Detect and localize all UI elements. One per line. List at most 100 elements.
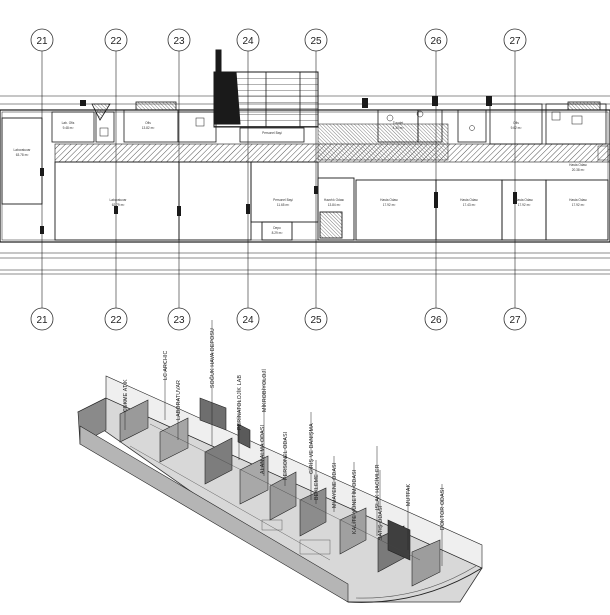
upper-rooms xyxy=(51,101,607,145)
structural-column xyxy=(432,96,438,106)
room-outline xyxy=(355,179,437,241)
core-column xyxy=(215,49,222,73)
iso-partition xyxy=(239,455,269,505)
room-area: 62.79 m² xyxy=(112,203,125,207)
room-label-r6: Hasta Odası 17.92 m² xyxy=(380,198,398,207)
room-label-r8: Hasta Odası 17.92 m² xyxy=(515,198,533,207)
room-label-r14: Ofis 9.62 m² xyxy=(511,121,522,130)
grid-bubble-label: 26 xyxy=(430,315,442,326)
isometric-model: ÇEKME ATIK LC ARCHIC LABORATUVAR SOĞUK H… xyxy=(77,320,483,603)
room-name: Hasta Odası xyxy=(515,198,533,202)
grid-bubble-label: 22 xyxy=(110,315,122,326)
iso-label-giris-ve-danisma: GİRİŞ VE DANIŞMA xyxy=(308,423,315,474)
grid-bubble-27-bottom: 27 xyxy=(503,307,527,331)
grid-bubble-label: 23 xyxy=(173,36,185,47)
grid-bubble-label: 26 xyxy=(430,36,442,47)
structural-column xyxy=(177,206,181,216)
diagonal-hatch xyxy=(91,103,111,121)
structural-column xyxy=(486,96,492,106)
grid-bubble-24-top: 24 xyxy=(236,28,260,52)
structural-column xyxy=(513,192,517,204)
iso-detail-box xyxy=(261,519,283,531)
room-label-r9: Hasta Odası 17.92 m² xyxy=(569,198,587,207)
grid-bubble-22-bottom: 22 xyxy=(104,307,128,331)
fixture-icon xyxy=(386,114,394,122)
room-name: Hasta Odası xyxy=(569,198,587,202)
room-area: 17.92 m² xyxy=(518,203,531,207)
room-area: 20.38 m² xyxy=(572,168,585,172)
room-outline xyxy=(250,161,319,223)
iso-front-wall xyxy=(79,425,349,603)
room-name: Ofis xyxy=(145,121,151,125)
fixture-icon xyxy=(571,115,583,125)
room-outline xyxy=(457,109,487,143)
room-name: Laboratuvar xyxy=(13,148,31,152)
structural-column xyxy=(362,98,368,108)
iso-partition-dark xyxy=(387,519,411,561)
iso-partition xyxy=(204,437,233,485)
grid-bubble-label: 21 xyxy=(36,36,48,47)
room-outline xyxy=(489,103,543,145)
grid-bubble-label: 24 xyxy=(242,315,254,326)
room-name: Tuvalet xyxy=(393,121,403,125)
room-outline xyxy=(545,179,609,241)
fixture-icon xyxy=(416,110,424,118)
iso-curved-edge xyxy=(347,567,483,603)
iso-detail-box xyxy=(299,539,331,555)
room-label-r3: Personel Bayi 11.65 m² xyxy=(273,198,293,207)
iso-partition-dark xyxy=(199,397,227,431)
iso-label-personel-odasi: PERSONEL ODASI xyxy=(283,432,289,480)
room-outline xyxy=(1,117,43,205)
lower-rooms xyxy=(1,117,609,241)
room-area: 17.92 m² xyxy=(572,203,585,207)
structural-column xyxy=(40,226,44,234)
grid-bubble-26-bottom: 26 xyxy=(424,307,448,331)
room-name: Personel Bayi xyxy=(273,198,293,202)
structural-column xyxy=(314,186,318,194)
grid-bubble-label: 23 xyxy=(173,315,185,326)
room-area: 8.29 m² xyxy=(272,231,283,235)
fixture-icon xyxy=(551,111,561,121)
structural-column xyxy=(114,206,118,214)
room-outline xyxy=(501,179,547,241)
room-name: Hazırlık Odası xyxy=(324,198,344,202)
grid-bubbles-bottom: 21 22 23 24 25 26 27 xyxy=(30,307,527,331)
room-outline xyxy=(51,111,95,143)
fixture-icon xyxy=(469,125,475,131)
room-area: 17.92 m² xyxy=(383,203,396,207)
grid-bubble-label: 27 xyxy=(509,36,521,47)
room-outline xyxy=(261,221,293,241)
iso-label-perinatolojik-lab: PERİNATOLOJİK LAB xyxy=(236,375,243,430)
grid-bubble-21-top: 21 xyxy=(30,28,54,52)
iso-label-alan-alma-odasi: ALAN ALMA ODASI xyxy=(260,425,266,474)
room-area: 13.84 m² xyxy=(328,203,341,207)
iso-partitions xyxy=(119,397,441,587)
structural-column xyxy=(40,168,44,176)
room-label-r11: Depo 8.29 m² xyxy=(272,226,283,235)
iso-label-islak-hacimler: ISLAK HACİMLER xyxy=(374,464,381,510)
room-area: 63.78 m² xyxy=(16,153,29,157)
room-label-r2: Laboratuvar 62.79 m² xyxy=(109,198,127,207)
room-area: 4.30 m² xyxy=(393,126,404,130)
fixture-icon xyxy=(597,145,609,161)
grid-bubble-23-top: 23 xyxy=(167,28,191,52)
room-name: Hasta Odası xyxy=(380,198,398,202)
stair-core xyxy=(213,49,319,128)
room-label-r5: Hazırlık Odası 13.84 m² xyxy=(324,198,344,207)
room-label-r15: Tuvalet 4.30 m² xyxy=(393,121,404,130)
room-name: Laboratuvar xyxy=(109,198,127,202)
floor-plan: Laboratuvar 63.78 m² Laboratuvar 62.79 m… xyxy=(0,49,610,275)
iso-leader-lines xyxy=(124,320,443,566)
iso-detail-line xyxy=(129,445,331,561)
iso-label-soguk-hava-deposu: SOĞUK HAVA DEPOSU xyxy=(209,328,216,388)
iso-label-laboratuvar: LABORATUVAR xyxy=(176,380,182,420)
room-outline xyxy=(317,177,355,241)
room-area: 13.82 m² xyxy=(142,126,155,130)
fixtures xyxy=(99,110,609,161)
room-name: Ofis xyxy=(513,121,519,125)
iso-partition xyxy=(339,507,367,555)
iso-label-doktor-odasi: DOKTOR ODASI xyxy=(440,488,446,530)
room-name: Lab. Ofis xyxy=(62,121,75,125)
